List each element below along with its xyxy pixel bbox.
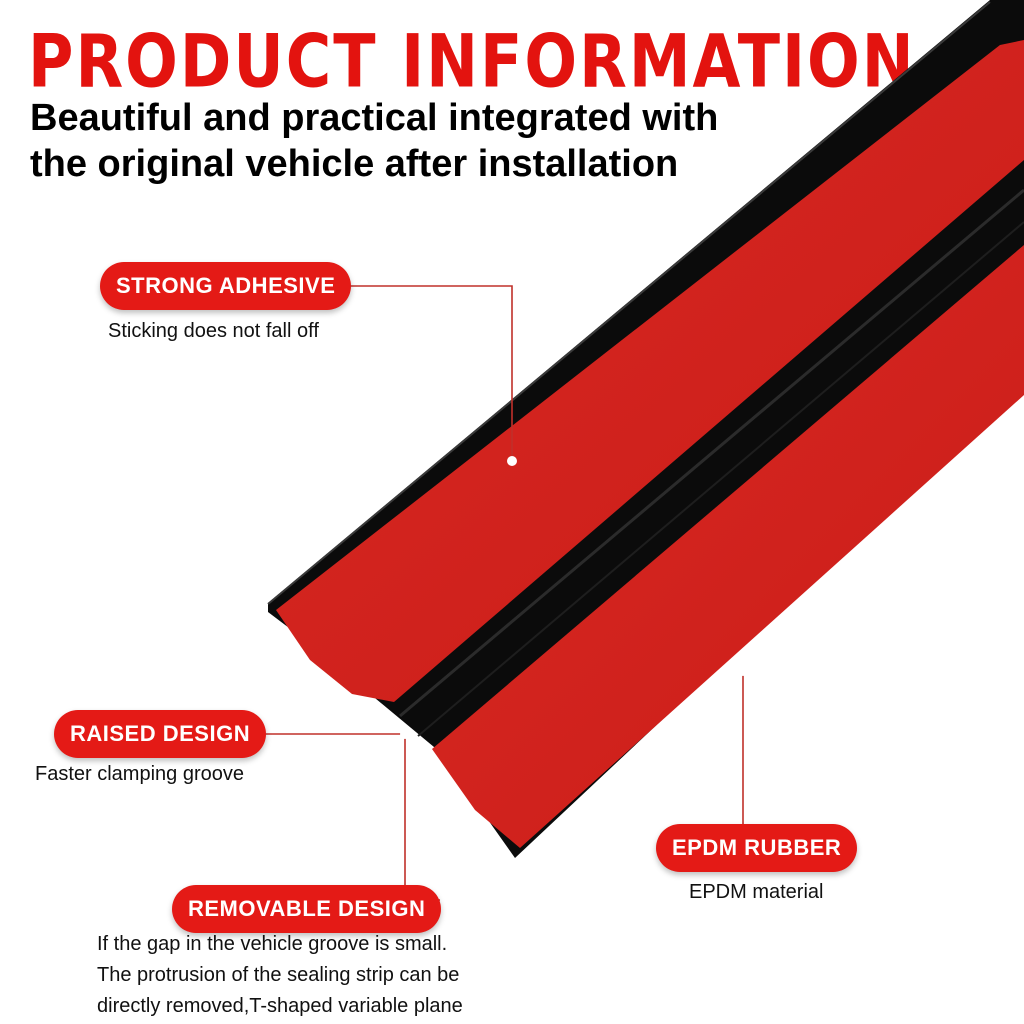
desc-raised-design: Faster clamping groove — [35, 763, 244, 785]
adhesive-tape-left — [276, 40, 1024, 702]
desc-epdm-rubber: EPDM material — [689, 881, 824, 903]
desc-removable-design: If the gap in the vehicle groove is smal… — [97, 929, 463, 1022]
badge-strong-adhesive: STRONG ADHESIVE — [100, 262, 352, 310]
badge-raised-design: RAISED DESIGN — [54, 710, 267, 758]
badge-epdm-rubber: EPDM RUBBER — [656, 824, 858, 872]
page-subtitle: Beautiful and practical integrated with … — [30, 95, 790, 187]
page-title: PRODUCT INFORMATION — [28, 18, 916, 105]
desc-line: The protrusion of the sealing strip can … — [97, 964, 460, 986]
desc-line: directly removed,T-shaped variable plane — [97, 995, 463, 1017]
subtitle-line: Beautiful and practical integrated with — [30, 97, 719, 139]
subtitle-line: the original vehicle after installation — [30, 143, 679, 185]
desc-strong-adhesive: Sticking does not fall off — [108, 320, 319, 342]
badge-removable-design: REMOVABLE DESIGN — [172, 885, 442, 933]
adhesive-tape-right — [432, 245, 1024, 848]
desc-line: If the gap in the vehicle groove is smal… — [97, 933, 448, 955]
